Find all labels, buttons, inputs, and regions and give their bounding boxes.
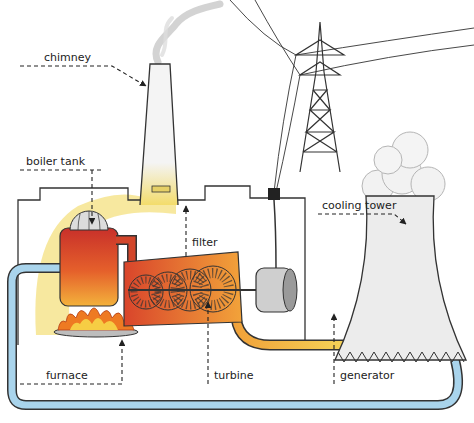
part-label: turbine — [214, 369, 254, 382]
transformer-box — [268, 188, 280, 200]
chimney-smoke — [156, 4, 220, 62]
power-line — [276, 75, 300, 192]
power-line — [274, 55, 296, 192]
turbine-blades — [134, 280, 158, 304]
chimney — [140, 64, 178, 205]
power-line — [230, 0, 474, 192]
power-line — [230, 0, 474, 55]
part-label: generator — [340, 369, 394, 382]
turbine — [124, 252, 258, 326]
building-outline — [18, 186, 305, 345]
leader-line — [318, 214, 406, 224]
power-pylon — [296, 22, 344, 172]
turbine-wheel — [129, 275, 163, 309]
cooling-tower — [335, 132, 466, 362]
filter-screen — [152, 186, 170, 192]
generator-end — [283, 269, 297, 311]
boiler-pipe — [116, 240, 132, 262]
part-label: boiler tank — [26, 155, 85, 168]
part-label: cooling tower — [322, 199, 396, 212]
power-line — [255, 0, 474, 75]
leader-line — [20, 340, 122, 384]
steam-cloud — [374, 146, 402, 174]
boiler-dome-lines — [78, 211, 100, 230]
leader-line — [333, 314, 334, 384]
generator-wire — [274, 200, 276, 268]
pylon-bracing — [303, 90, 337, 152]
pylon-crossarm — [296, 40, 344, 75]
leader-lines — [20, 66, 406, 384]
part-label: filter — [192, 236, 218, 249]
leader-line — [207, 302, 208, 384]
boiler-pipe — [116, 240, 132, 262]
boiler-tank-body — [60, 228, 118, 306]
generator — [256, 188, 297, 312]
leader-line — [20, 66, 146, 86]
leader-line — [185, 206, 186, 256]
boiler-tank — [60, 211, 132, 306]
pylon-frame — [300, 22, 340, 172]
leader-line — [20, 170, 104, 224]
flame — [58, 308, 134, 330]
cooling-tower-legs — [338, 352, 464, 362]
part-label: furnace — [46, 369, 88, 382]
turbine-shaft — [128, 289, 258, 291]
part-label: chimney — [44, 51, 91, 64]
cooling-tower-shell — [335, 196, 466, 360]
flame — [70, 318, 118, 330]
chimney-smoke — [162, 18, 172, 55]
boiler-dome — [70, 211, 108, 230]
